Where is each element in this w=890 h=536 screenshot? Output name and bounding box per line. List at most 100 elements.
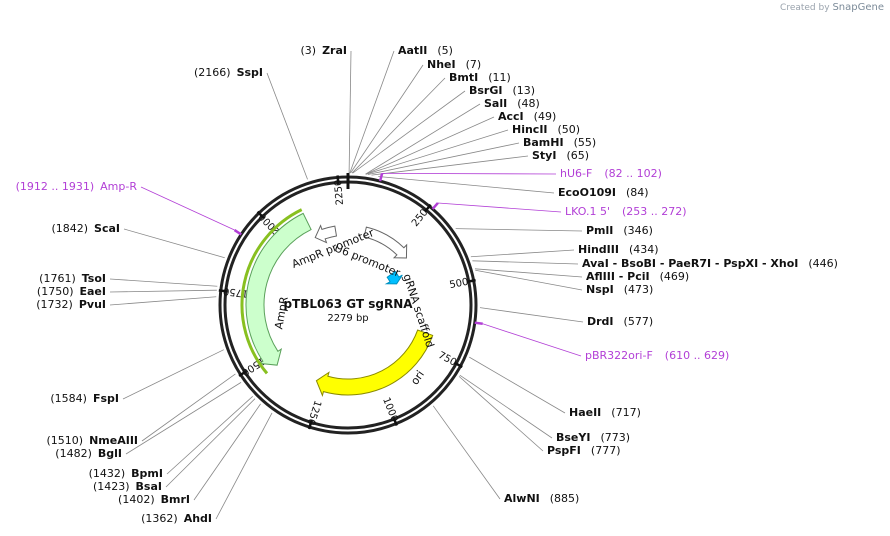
label-name: NspI <box>586 283 614 296</box>
label-position: (253 .. 272) <box>622 205 687 218</box>
site-leader-line <box>432 405 501 500</box>
tick-label: 1250 <box>305 399 323 427</box>
primer-leader-line <box>482 323 582 357</box>
label-name: HincII <box>512 123 548 136</box>
site-leader-line <box>266 72 308 180</box>
label-name: BsaI <box>136 480 162 493</box>
tick-label: 2250 <box>333 179 346 205</box>
label-name: SspI <box>237 66 263 79</box>
label-position: (717) <box>611 406 641 419</box>
label-name: pBR322ori-F <box>585 349 653 362</box>
site-leader-line <box>371 155 529 176</box>
site-label: (3)ZraI <box>300 44 347 57</box>
site-leader-line <box>109 296 217 306</box>
site-label-text: SalI(48) <box>484 97 540 110</box>
site-label: (1761)TsoI <box>39 272 106 285</box>
tick-label: 1000 <box>380 396 400 424</box>
primer-marks <box>233 173 483 326</box>
primer-label-text: LKO.1 5'(253 .. 272) <box>565 205 687 218</box>
site-label: NspI (473) <box>586 283 653 296</box>
label-position: (50) <box>558 123 581 136</box>
site-leader-line <box>365 103 481 175</box>
site-label-text: AccI(49) <box>498 110 556 123</box>
site-label-text: HindIII(434) <box>578 243 659 256</box>
site-label: PmlI(346) <box>586 224 653 237</box>
site-leader-line <box>165 398 256 488</box>
label-name: AhdI <box>184 512 212 525</box>
site-label-text: HaeII(717) <box>569 406 641 419</box>
credit-prefix: Created by <box>780 3 830 13</box>
label-name: ZraI <box>322 44 347 57</box>
site-label-text: StyI(65) <box>532 149 589 162</box>
site-label: HaeII(717) <box>569 406 641 419</box>
label-position: (1912 .. 1931) <box>16 180 95 193</box>
site-leader-line <box>122 349 224 400</box>
site-label-text: (1842)ScaI <box>51 222 120 235</box>
site-label-text: DrdI(577) <box>587 315 653 328</box>
site-leader-line <box>349 50 395 174</box>
primer-label-text: hU6-F(82 .. 102) <box>560 167 662 180</box>
site-label: (1510)NmeAIII <box>47 434 139 447</box>
amp-r-outer-band <box>240 208 303 375</box>
label-position: (1482) <box>55 447 92 460</box>
tick-mark <box>307 420 313 430</box>
label-position: (610 .. 629) <box>665 349 730 362</box>
site-label-text: (1423)BsaI <box>93 480 162 493</box>
primer-label: (1912 .. 1931) Amp-R <box>16 180 138 193</box>
plasmid-size: 2279 bp <box>327 313 368 324</box>
site-label: (1432)BpmI <box>89 467 163 480</box>
site-label-text: (1362)AhdI <box>141 512 212 525</box>
label-name: Amp-R <box>100 180 137 193</box>
label-position: (885) <box>550 492 580 505</box>
label-position: (446) <box>808 257 838 270</box>
feature-grna-scaffold <box>384 270 403 285</box>
site-label-text: NspI (473) <box>586 283 653 296</box>
site-leader-line <box>350 64 424 174</box>
label-name: SalI <box>484 97 507 110</box>
site-leader-line <box>123 228 225 259</box>
site-labels: (3)ZraI(2166)SspIAatII(5)NheI(7)BmtI(11)… <box>16 44 838 525</box>
site-leader-line <box>366 129 509 175</box>
site-leader-line <box>352 90 466 174</box>
label-name: BpmI <box>131 467 163 480</box>
label-position: (473) <box>624 283 654 296</box>
feature-ori <box>315 329 434 397</box>
label-position: (7) <box>466 58 482 71</box>
tick-mark <box>336 175 340 185</box>
site-label-text: (1432)BpmI <box>89 467 163 480</box>
site-label: (1732) PvuI <box>36 298 106 311</box>
site-label: NheI(7) <box>427 58 481 71</box>
label-position: (1842) <box>51 222 88 235</box>
site-label: (1750)EaeI <box>37 285 106 298</box>
site-label: AlwNI(885) <box>504 492 579 505</box>
primer-leader-line <box>437 202 562 213</box>
site-label: BmtI(11) <box>449 71 511 84</box>
label-position: (1761) <box>39 272 76 285</box>
label-position: (1732) <box>36 298 73 311</box>
tick-mark <box>423 203 432 213</box>
site-label-text: (2166)SspI <box>194 66 263 79</box>
label-name: PmlI <box>586 224 613 237</box>
site-label: HincII (50) <box>512 123 580 136</box>
site-label: (2166)SspI <box>194 66 263 79</box>
site-label: PspFI(777) <box>547 444 621 457</box>
label-position: (55) <box>574 136 597 149</box>
site-leader-line <box>470 249 575 258</box>
site-leader-line <box>458 376 544 452</box>
label-name: AccI <box>498 110 524 123</box>
site-label-text: AlwNI(885) <box>504 492 579 505</box>
site-label: (1402)BmrI <box>118 493 190 506</box>
label-position: (434) <box>629 243 659 256</box>
site-label: AccI(49) <box>498 110 556 123</box>
site-label: HindIII(434) <box>578 243 659 256</box>
site-label: DrdI(577) <box>587 315 653 328</box>
site-label-text: PmlI(346) <box>586 224 653 237</box>
label-name: PvuI <box>79 298 106 311</box>
tick-mark <box>453 361 463 369</box>
tick-mark <box>238 369 248 377</box>
site-label-text: (1750)EaeI <box>37 285 106 298</box>
site-label: BseYI(773) <box>556 431 630 444</box>
site-label: (1423)BsaI <box>93 480 162 493</box>
label-position: (1402) <box>118 493 155 506</box>
site-leader-line <box>378 176 555 194</box>
